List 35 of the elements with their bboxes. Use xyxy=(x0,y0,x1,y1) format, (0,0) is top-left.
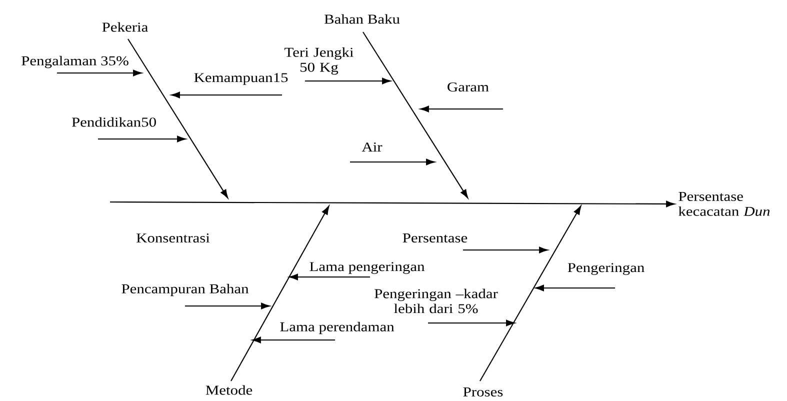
arrow xyxy=(185,302,270,310)
note-label: Konsentrasi xyxy=(136,233,210,243)
category-label: Pekeria xyxy=(102,22,148,32)
arrow xyxy=(98,136,186,142)
cause-label: Pencampuran Bahan xyxy=(122,284,249,296)
arrow xyxy=(535,284,615,292)
cause-label: Kemampuan15 xyxy=(194,73,288,85)
bone-arrow xyxy=(128,38,228,198)
bone-arrow xyxy=(230,206,330,382)
arrow xyxy=(420,106,503,112)
category-label: Metode xyxy=(206,385,252,395)
cause-label: Pengalaman 35% xyxy=(22,56,128,68)
cause-label: Pendidikan50 xyxy=(72,117,156,127)
arrow xyxy=(289,274,370,280)
bone-arrow xyxy=(362,32,468,198)
arrow xyxy=(428,320,515,326)
arrow xyxy=(252,336,335,344)
arrow xyxy=(171,92,282,98)
cause-label: Teri Jengki 50 Kg xyxy=(284,47,354,75)
category-label: Proses xyxy=(463,388,503,396)
cause-label: Lama pengeringan xyxy=(310,262,425,274)
bone-arrow xyxy=(480,206,582,382)
spine-arrow xyxy=(110,200,675,208)
cause-label: Pengeringan –kadar lebih dari 5% xyxy=(374,288,498,314)
arrow xyxy=(57,70,142,76)
category-label: Bahan Baku xyxy=(324,14,400,24)
cause-label: Persentase xyxy=(402,234,468,242)
cause-label: Pengeringan xyxy=(568,263,644,275)
arrow xyxy=(350,158,435,166)
arrow xyxy=(463,246,548,254)
cause-label: Lama perendaman xyxy=(280,322,394,334)
cause-label: Air xyxy=(362,142,382,152)
effect-label: Persentase kecacatan Dun xyxy=(678,192,770,216)
cause-label: Garam xyxy=(448,82,489,92)
arrow xyxy=(305,78,391,84)
